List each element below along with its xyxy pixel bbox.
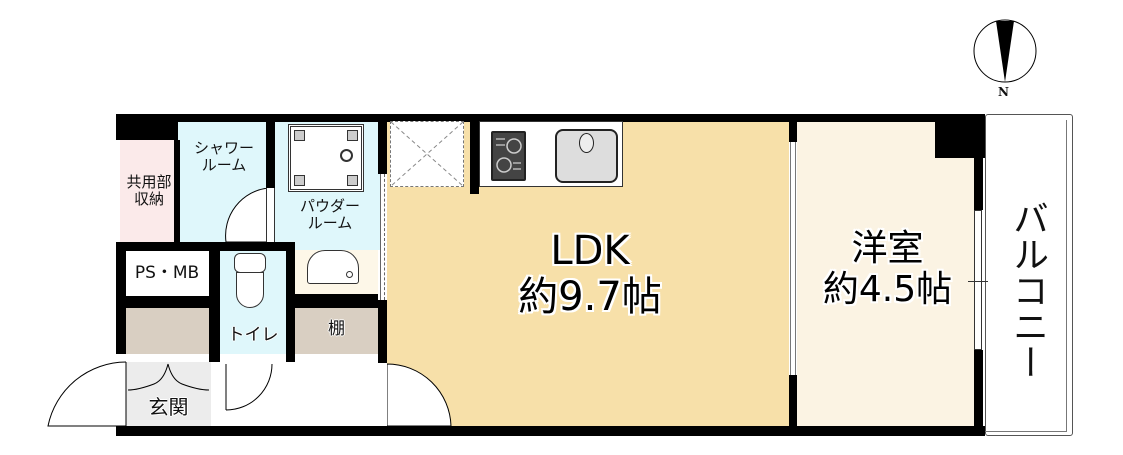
label-powder-room: パウダー ルーム [299, 197, 360, 233]
wall-ldk-left-lower [378, 300, 387, 363]
wall-right-western [974, 150, 983, 210]
drain-icon [340, 149, 353, 162]
wall-kitchen-divider [470, 114, 479, 194]
label-ldk: LDK 約9.7帖 [470, 228, 710, 320]
wall-ps-bottom [116, 296, 220, 308]
label-shower-room: シャワー ルーム [193, 139, 254, 175]
label-balcony: バルコニー [1007, 200, 1048, 380]
balcony-inner-line [985, 120, 1067, 432]
toilet-bowl-icon [236, 272, 264, 308]
stove-icon [491, 131, 526, 181]
room-shelf [295, 308, 378, 354]
powder-partition [380, 174, 385, 300]
western-room-size: 約4.5帖 [822, 269, 953, 311]
label-toilet: トイレ [227, 325, 279, 345]
western-room-name: 洋室 [851, 228, 924, 269]
sliding-door-ldk-western[interactable] [790, 142, 796, 375]
label-ps-mb: PS・MB [134, 263, 200, 283]
entrance-door-icon[interactable] [40, 360, 130, 430]
wall-bottom [116, 426, 985, 436]
ldk-size: 約9.7帖 [518, 274, 662, 320]
wall-top [178, 114, 985, 122]
room-storage-left [126, 308, 211, 354]
room-balcony [985, 114, 1073, 436]
wall-ldk-left [378, 114, 387, 174]
vanity-sink-icon [307, 250, 359, 284]
wall-storage-shower [174, 140, 180, 242]
shower-door-icon[interactable] [220, 188, 270, 243]
label-shared-storage: 共用部 収納 [126, 173, 172, 209]
wall-mid-horizontal [116, 242, 295, 251]
balcony-window[interactable] [974, 210, 982, 350]
shower-door-opening [266, 188, 275, 242]
wall-ldk-western-lower [789, 375, 797, 436]
room-western [797, 121, 977, 427]
label-western-room: 洋室 約4.5帖 [800, 228, 975, 311]
wall-ps-toilet [209, 242, 220, 362]
label-entrance: 玄関 [148, 395, 189, 419]
wall-right-western-lower [974, 350, 983, 435]
compass-north-label: N [998, 85, 1009, 99]
ldk-name: LDK [550, 228, 630, 274]
room-shared-storage [120, 140, 178, 242]
wall-ldk-western [789, 114, 797, 142]
fridge-cross-icon [391, 122, 463, 186]
sink-icon [555, 129, 618, 183]
toilet-tank-icon [234, 253, 266, 273]
room-entrance [126, 362, 211, 426]
toilet-door-icon[interactable] [222, 362, 282, 417]
entrance-closet-doors-icon[interactable] [126, 362, 211, 426]
wall-vanity-shelf [286, 294, 378, 308]
room-ps-mb [126, 252, 208, 297]
north-arrow-icon [973, 19, 1037, 83]
room-hall [220, 362, 378, 426]
compass: N [972, 18, 1038, 99]
ldk-door-icon[interactable] [387, 362, 457, 428]
washing-machine-pan [288, 124, 364, 192]
wall-shower-powder [266, 120, 275, 188]
window-divider [968, 281, 988, 282]
sink-drain [579, 133, 594, 153]
fridge-space [390, 121, 464, 187]
label-shelf: 棚 [328, 319, 345, 339]
wall-top-left [116, 114, 178, 140]
